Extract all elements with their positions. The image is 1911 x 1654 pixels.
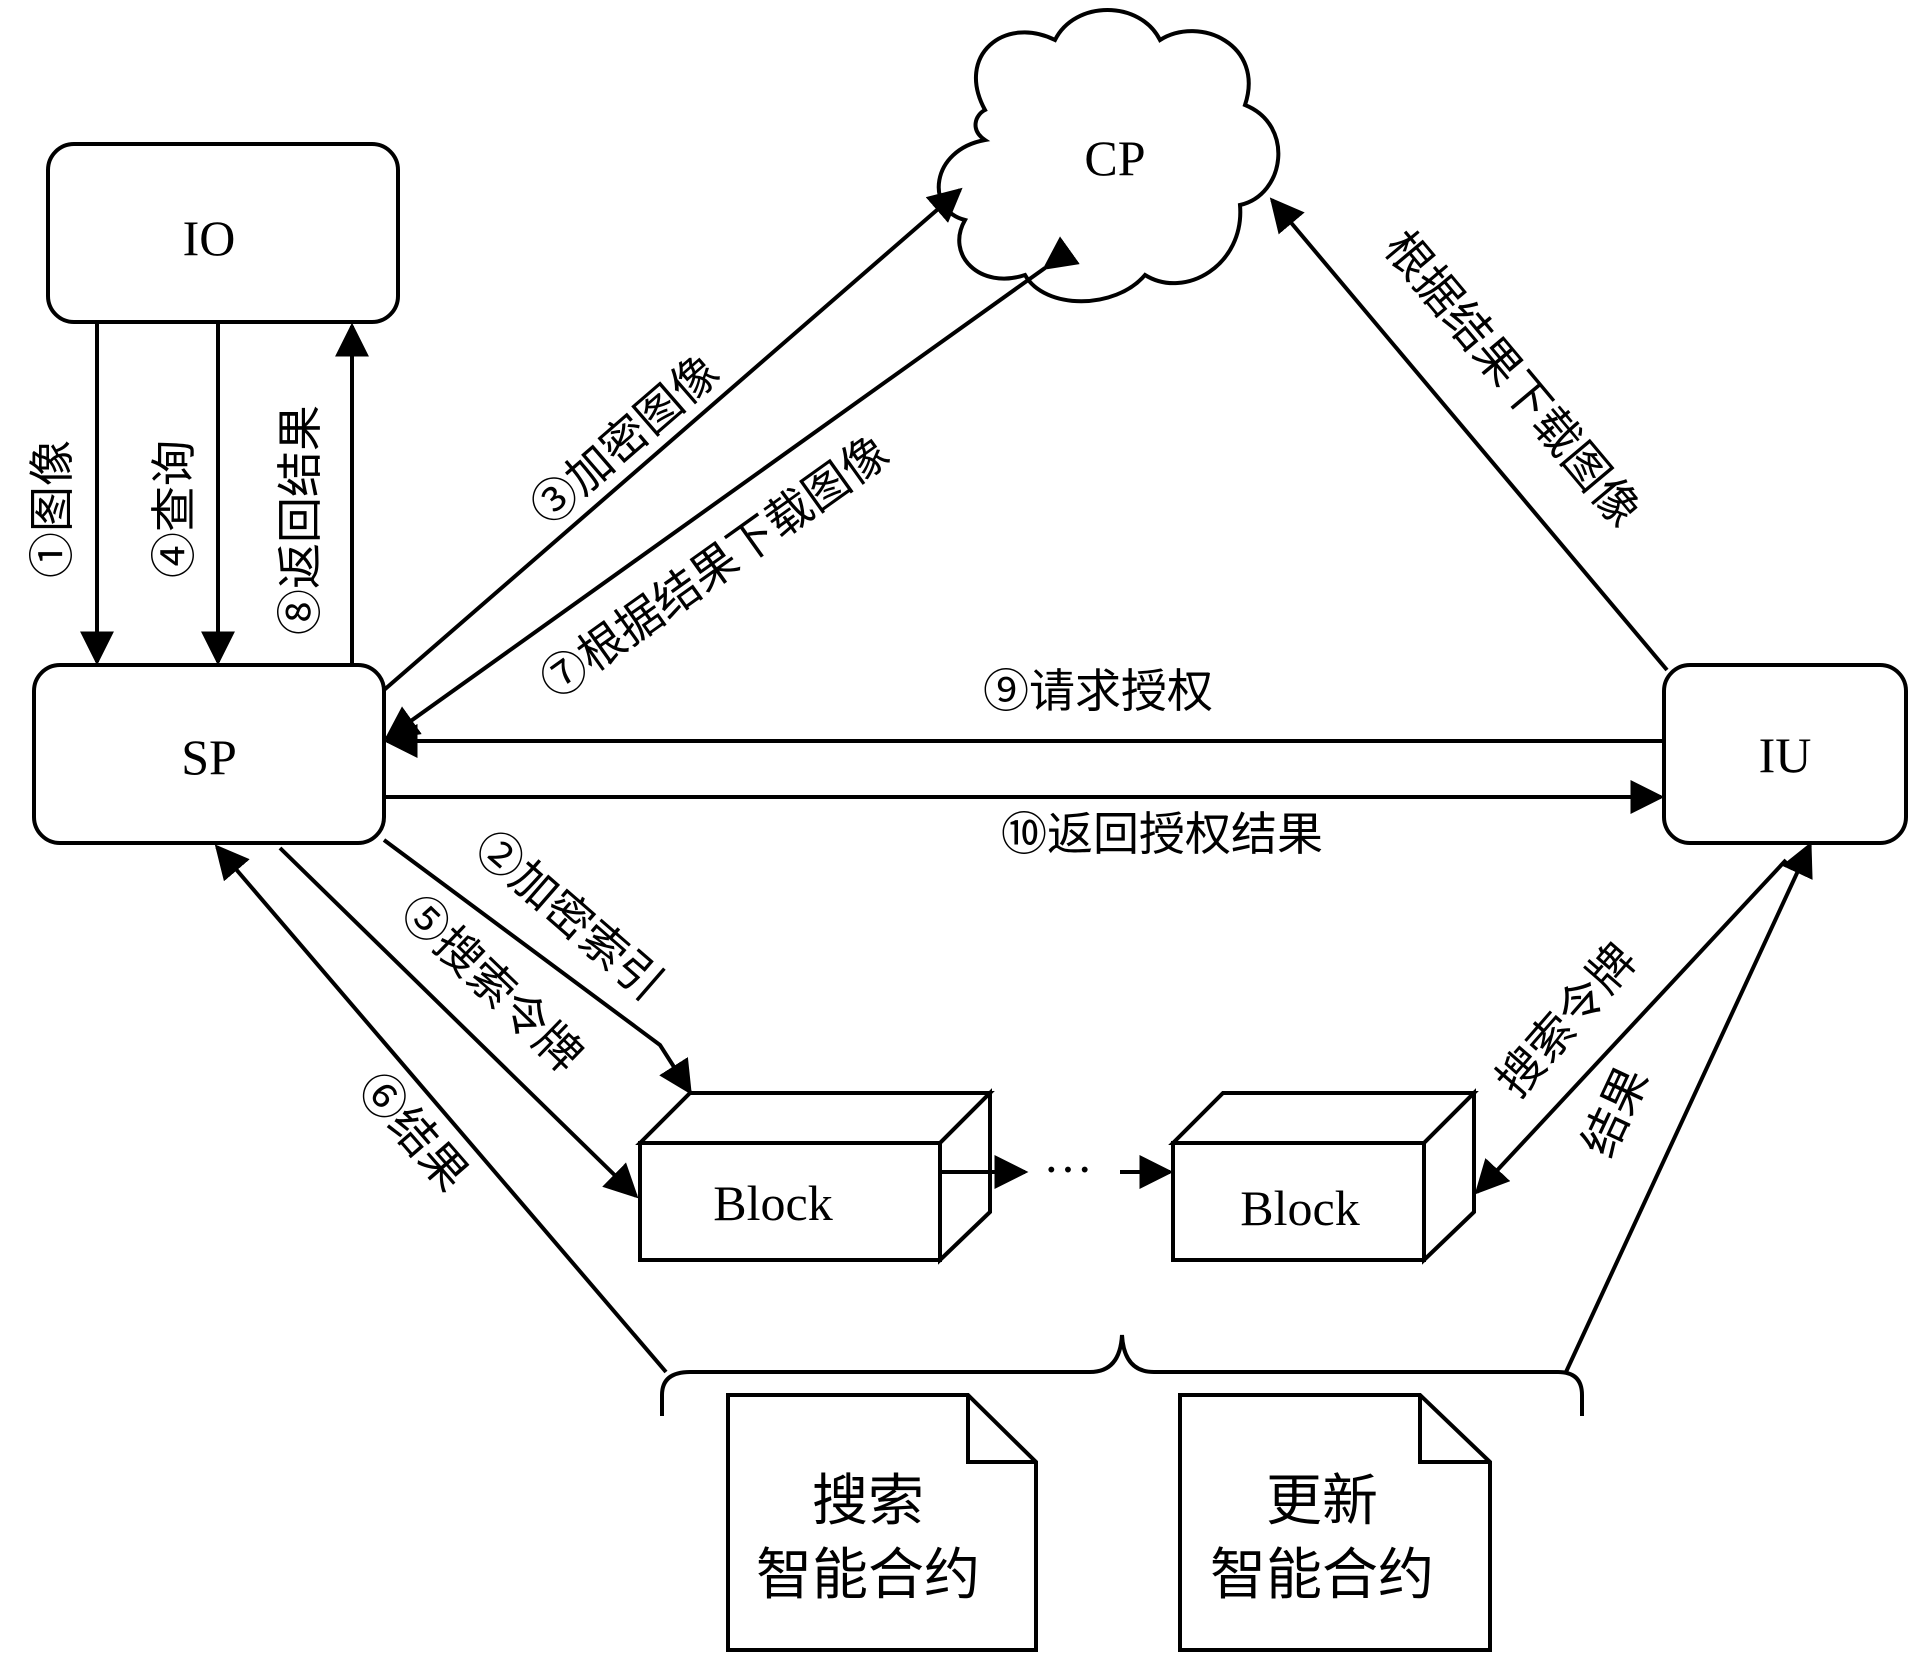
iu-node: IU	[1662, 663, 1908, 845]
edge-iu-download-line	[1269, 197, 1669, 672]
search-contract-line1: 搜索	[812, 1471, 924, 1533]
edge-iu-result-line	[1564, 841, 1813, 1373]
update-contract-line1: 更新	[1266, 1471, 1378, 1533]
edge-return-auth-label: ⑩返回授权结果	[1001, 809, 1323, 860]
io-node: IO	[46, 142, 400, 324]
update-contract-line2: 智能合约	[1210, 1545, 1434, 1607]
edge-image-label: ①图像	[27, 440, 78, 578]
search-contract-line2: 智能合约	[756, 1545, 980, 1607]
edge-result-line	[214, 844, 668, 1374]
sp-node: SP	[32, 663, 386, 845]
block-left: Block	[635, 1088, 995, 1265]
iu-label: IU	[1759, 727, 1812, 783]
search-contract-doc: 搜索 智能合约	[726, 1393, 1038, 1652]
cp-label: CP	[1084, 130, 1145, 186]
blockchain-brace	[660, 1334, 1584, 1416]
edge-return-result-label: ⑧返回结果	[275, 405, 326, 635]
block-right: Block	[1168, 1088, 1479, 1265]
edge-encrypted-index-line	[382, 838, 692, 1095]
edge-request-auth-label: ⑨请求授权	[983, 666, 1213, 717]
edge-query-label: ④查询	[149, 440, 200, 578]
sp-label: SP	[181, 729, 237, 785]
edge-download-image-line	[384, 236, 1080, 740]
update-contract-doc: 更新 智能合约	[1178, 1393, 1492, 1652]
cp-cloud: CP	[936, 8, 1281, 304]
edge-search-token-line	[278, 846, 639, 1199]
block-chain-link: ···	[940, 1141, 1174, 1197]
edge-iu-download-label: 根据结果下载图像	[1374, 222, 1650, 537]
block-right-label: Block	[1240, 1180, 1359, 1236]
block-left-label: Block	[713, 1175, 832, 1231]
block-chain-ellipsis: ···	[1043, 1141, 1093, 1197]
edge-iu-search-token-line	[1474, 858, 1788, 1195]
io-label: IO	[183, 210, 236, 266]
edge-encrypted-image-label: ③加密图像	[521, 345, 728, 534]
